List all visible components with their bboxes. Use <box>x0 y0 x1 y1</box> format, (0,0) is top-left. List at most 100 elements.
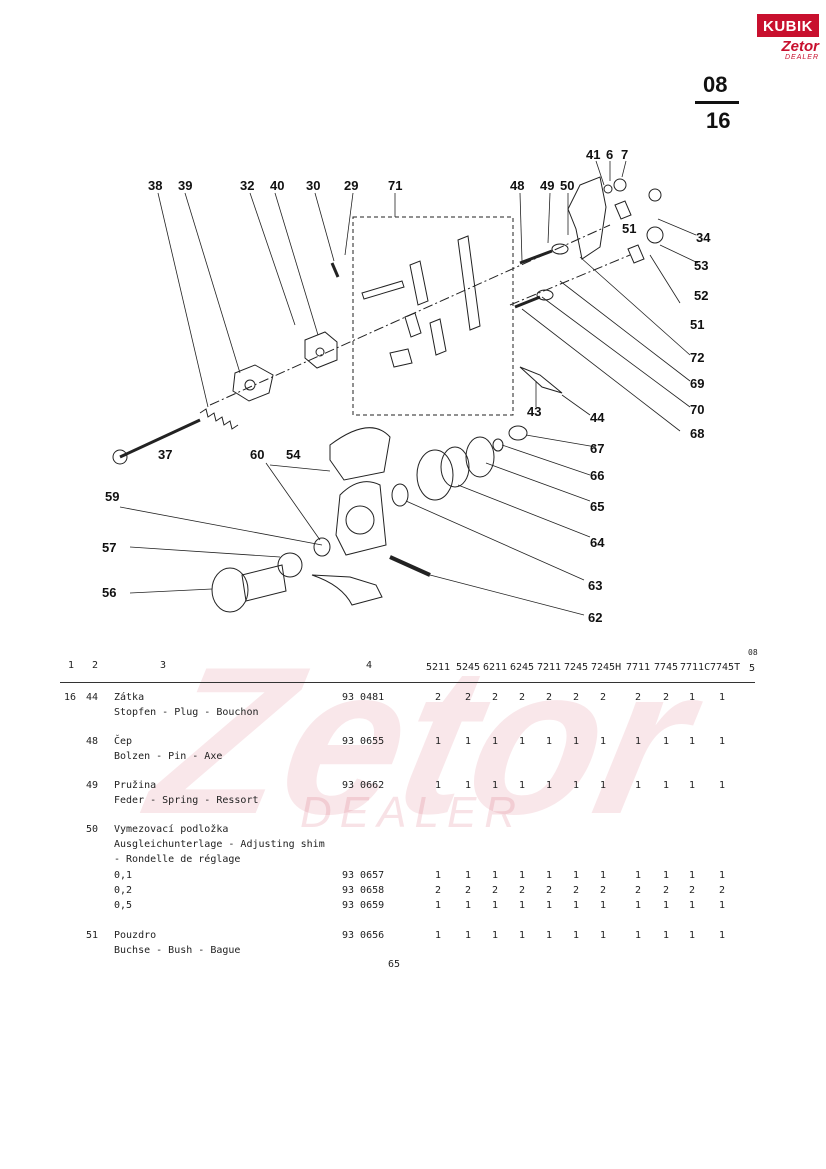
callout-37: 37 <box>158 447 172 462</box>
model-header: 7711 <box>626 662 651 673</box>
logo-dealer-text: DEALER <box>784 54 819 61</box>
model-header: 7245 <box>564 662 589 673</box>
quantity-cell: 1 <box>634 870 642 881</box>
quantity-cell: 1 <box>545 930 553 941</box>
callout-38: 38 <box>148 178 162 193</box>
part-number: 93 0659 <box>342 900 385 911</box>
callout-59: 59 <box>105 489 119 504</box>
position-number: 49 <box>86 780 99 791</box>
header-col-2: 2 <box>92 660 99 671</box>
quantity-cell: 1 <box>718 736 726 747</box>
quantity-cell: 2 <box>634 692 642 703</box>
quantity-cell: 1 <box>434 870 442 881</box>
quantity-cell: 1 <box>518 930 526 941</box>
quantity-cell: 2 <box>491 692 499 703</box>
callout-41: 41 <box>586 147 600 162</box>
quantity-cell: 2 <box>572 885 580 896</box>
callout-39: 39 <box>178 178 192 193</box>
part-description: Buchse - Bush - Bague <box>114 945 241 956</box>
quantity-cell: 2 <box>688 885 696 896</box>
quantity-cell: 1 <box>545 900 553 911</box>
quantity-cell: 1 <box>599 870 607 881</box>
quantity-cell: 2 <box>518 692 526 703</box>
quantity-cell: 1 <box>434 930 442 941</box>
part-number: 93 0662 <box>342 780 385 791</box>
fraction-line <box>695 101 739 104</box>
quantity-cell: 1 <box>688 736 696 747</box>
callout-67: 67 <box>590 441 604 456</box>
part-description: 0,1 <box>114 870 133 881</box>
quantity-cell: 1 <box>688 900 696 911</box>
quantity-cell: 1 <box>572 930 580 941</box>
quantity-cell: 2 <box>491 885 499 896</box>
callout-70: 70 <box>690 402 704 417</box>
header-divider <box>60 682 755 683</box>
quantity-cell: 1 <box>599 780 607 791</box>
model-header: 5245 <box>456 662 481 673</box>
callout-43: 43 <box>527 404 541 419</box>
callout-50: 50 <box>560 178 574 193</box>
part-description: Feder - Spring - Ressort <box>114 795 259 806</box>
callout-63: 63 <box>588 578 602 593</box>
model-header: 7745 <box>654 662 679 673</box>
quantity-cell: 2 <box>464 692 472 703</box>
model-header: 7745T <box>710 662 741 673</box>
position-number: 48 <box>86 736 99 747</box>
callout-30: 30 <box>306 178 320 193</box>
callout-6: 6 <box>606 147 613 162</box>
quantity-cell: 1 <box>518 780 526 791</box>
callout-54: 54 <box>286 447 301 462</box>
quantity-cell: 1 <box>464 736 472 747</box>
dealer-watermark: DEALER <box>300 788 525 837</box>
quantity-cell: 1 <box>634 900 642 911</box>
quantity-cell: 1 <box>491 900 499 911</box>
quantity-cell: 1 <box>491 736 499 747</box>
quantity-cell: 1 <box>599 900 607 911</box>
quantity-cell: 1 <box>545 736 553 747</box>
callout-49: 49 <box>540 178 554 193</box>
quantity-cell: 1 <box>718 870 726 881</box>
part-description: Stopfen - Plug - Bouchon <box>114 707 259 718</box>
model-header: 7711C <box>680 662 711 673</box>
part-description: Ausgleichunterlage - Adjusting shim <box>114 839 325 850</box>
model-header: 5211 <box>426 662 451 673</box>
callout-66: 66 <box>590 468 604 483</box>
part-description: Vymezovací podložka <box>114 824 229 835</box>
quantity-cell: 1 <box>518 900 526 911</box>
section-number: 08 <box>703 72 728 97</box>
callout-51b: 51 <box>690 317 704 332</box>
quantity-cell: 1 <box>434 736 442 747</box>
quantity-cell: 1 <box>491 780 499 791</box>
part-description: Pružina <box>114 780 157 791</box>
callout-34: 34 <box>696 230 711 245</box>
callout-57: 57 <box>102 540 116 555</box>
callout-62: 62 <box>588 610 602 625</box>
header-col-4: 4 <box>366 660 373 671</box>
page-number: 65 <box>388 959 401 970</box>
part-description: Pouzdro <box>114 930 157 941</box>
callout-7: 7 <box>621 147 628 162</box>
quantity-cell: 1 <box>464 900 472 911</box>
quantity-cell: 1 <box>464 930 472 941</box>
quantity-cell: 1 <box>518 736 526 747</box>
quantity-cell: 1 <box>545 870 553 881</box>
part-description: 0,5 <box>114 900 133 911</box>
part-number: 93 0481 <box>342 692 385 703</box>
part-number: 93 0656 <box>342 930 385 941</box>
quantity-cell: 1 <box>688 870 696 881</box>
callout-69: 69 <box>690 376 704 391</box>
header-col-1: 1 <box>68 660 75 671</box>
exploded-parts-diagram: 38 39 32 40 30 29 71 48 49 50 41 6 7 34 … <box>102 147 711 625</box>
callout-40: 40 <box>270 178 284 193</box>
part-number: 93 0655 <box>342 736 385 747</box>
quantity-cell: 1 <box>464 780 472 791</box>
position-number: 44 <box>86 692 99 703</box>
quantity-cell: 1 <box>599 736 607 747</box>
quantity-cell: 1 <box>599 930 607 941</box>
part-description: 0,2 <box>114 885 133 896</box>
header-corner-note: 08 <box>748 648 758 657</box>
quantity-cell: 1 <box>572 736 580 747</box>
quantity-cell: 2 <box>718 885 726 896</box>
kubik-zetor-logo: KUBIK Zetor DEALER <box>757 14 819 64</box>
